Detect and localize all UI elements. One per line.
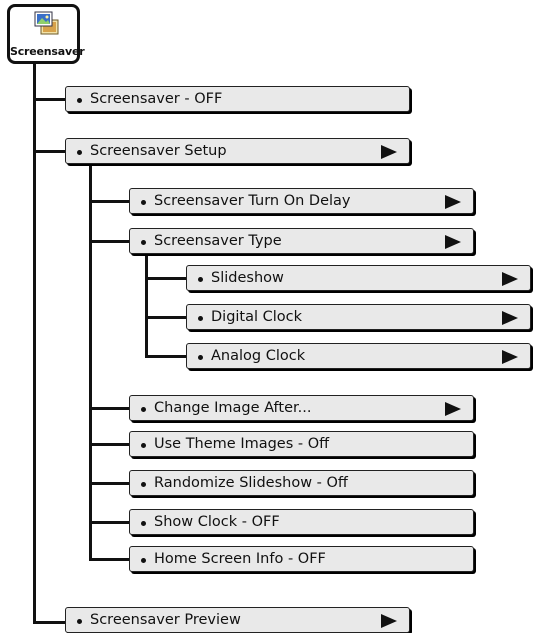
connector-line (145, 277, 186, 280)
connector-line (89, 240, 129, 243)
item-label: Use Theme Images - Off (154, 436, 330, 452)
item-label: Analog Clock (211, 348, 306, 364)
menu-item-screensaver-preview[interactable]: Screensaver Preview (65, 607, 410, 633)
menu-item-screensaver-setup[interactable]: Screensaver Setup (65, 138, 410, 164)
item-label: Screensaver Preview (90, 612, 241, 628)
connector-line (33, 150, 65, 153)
menu-item-slideshow[interactable]: Slideshow (186, 265, 531, 291)
item-label: Screensaver Turn On Delay (154, 193, 351, 209)
submenu-arrow-icon (445, 235, 461, 249)
bullet-icon (198, 316, 203, 321)
menu-item-change-image-after[interactable]: Change Image After... (129, 395, 474, 421)
bullet-icon (77, 619, 82, 624)
bullet-icon (141, 443, 146, 448)
item-label: Screensaver Type (154, 233, 282, 249)
bullet-icon (198, 355, 203, 360)
submenu-arrow-icon (445, 195, 461, 209)
connector-line (33, 98, 65, 101)
item-label: Screensaver Setup (90, 143, 227, 159)
connector-line (145, 253, 148, 358)
connector-line (89, 407, 129, 410)
submenu-arrow-icon (445, 402, 461, 416)
item-label: Slideshow (211, 270, 284, 286)
menu-item-screensaver-off[interactable]: Screensaver - OFF (65, 86, 410, 112)
bullet-icon (77, 150, 82, 155)
menu-item-use-theme-images[interactable]: Use Theme Images - Off (129, 431, 474, 457)
menu-item-home-screen-info[interactable]: Home Screen Info - OFF (129, 546, 474, 572)
bullet-icon (141, 240, 146, 245)
bullet-icon (77, 98, 82, 103)
connector-line (145, 355, 186, 358)
connector-line (33, 63, 36, 624)
item-label: Screensaver - OFF (90, 91, 223, 107)
connector-line (89, 164, 92, 561)
connector-line (145, 316, 186, 319)
submenu-arrow-icon (381, 145, 397, 159)
menu-item-screensaver-type[interactable]: Screensaver Type (129, 228, 474, 254)
connector-line (89, 200, 129, 203)
menu-item-turn-on-delay[interactable]: Screensaver Turn On Delay (129, 188, 474, 214)
connector-line (89, 443, 129, 446)
bullet-icon (141, 482, 146, 487)
bullet-icon (198, 277, 203, 282)
menu-item-randomize-slideshow[interactable]: Randomize Slideshow - Off (129, 470, 474, 496)
connector-line (89, 558, 129, 561)
connector-line (89, 521, 129, 524)
connector-line (89, 482, 129, 485)
submenu-arrow-icon (381, 614, 397, 628)
submenu-arrow-icon (502, 311, 518, 325)
root-screensaver-node[interactable]: Screensaver (7, 4, 85, 64)
item-label: Randomize Slideshow - Off (154, 475, 348, 491)
item-label: Show Clock - OFF (154, 514, 280, 530)
menu-item-show-clock[interactable]: Show Clock - OFF (129, 509, 474, 535)
submenu-arrow-icon (502, 350, 518, 364)
bullet-icon (141, 558, 146, 563)
item-label: Change Image After... (154, 400, 312, 416)
screensaver-icon (34, 11, 60, 39)
bullet-icon (141, 200, 146, 205)
bullet-icon (141, 521, 146, 526)
item-label: Digital Clock (211, 309, 303, 325)
root-label: Screensaver (10, 45, 85, 58)
connector-line (33, 621, 65, 624)
menu-item-analog-clock[interactable]: Analog Clock (186, 343, 531, 369)
submenu-arrow-icon (502, 272, 518, 286)
bullet-icon (141, 407, 146, 412)
menu-item-digital-clock[interactable]: Digital Clock (186, 304, 531, 330)
item-label: Home Screen Info - OFF (154, 551, 326, 567)
